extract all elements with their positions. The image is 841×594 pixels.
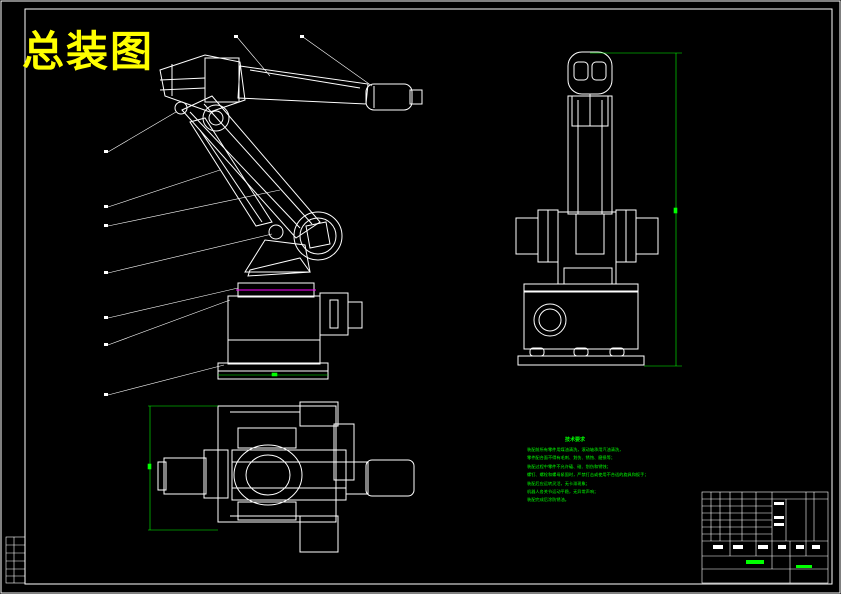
side-view-dimension [590, 52, 682, 367]
title-block-fills [713, 502, 820, 568]
note-line: 装配后应运转灵活，无卡滞现象； [527, 480, 590, 486]
note-line: 装配过程中零件不允许磕、碰、划伤和锈蚀； [527, 463, 611, 469]
top-view [157, 401, 415, 553]
front-view-dimension [218, 372, 328, 377]
note-line: 装配前所有零件用煤油清洗，滚动轴承用汽油清洗， [527, 447, 624, 452]
front-view-balloons [104, 35, 304, 396]
top-view-dimension [147, 405, 218, 531]
title-block [701, 491, 829, 584]
note-line: 螺钉、螺栓和螺母紧固时，严禁打击或使用不合适的旋具和扳手； [527, 472, 649, 478]
technical-requirements-heading: 技术要求 [565, 437, 586, 443]
left-strip-table [5, 536, 26, 584]
front-view-leaders [107, 36, 373, 396]
front-view [159, 54, 423, 380]
note-line: 零件配合面不得有毛刺、划伤、锈蚀、磨损等； [527, 455, 615, 461]
drawing-title: 总装图 [22, 27, 155, 76]
note-line: 机器人各关节运动平稳，无异常声响； [527, 489, 599, 495]
side-view [515, 51, 659, 366]
inner-frame [24, 8, 833, 585]
note-line: 装配完成后涂防锈油。 [527, 497, 569, 503]
technical-requirements: 装配前所有零件用煤油清洗，滚动轴承用汽油清洗， 零件配合面不得有毛刺、划伤、锈蚀… [527, 446, 697, 505]
